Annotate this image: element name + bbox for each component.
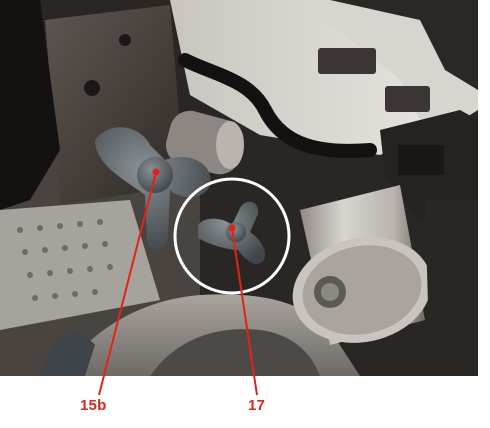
callout-line-15b [98,171,157,396]
callout-label-17: 17 [248,397,266,414]
highlight-circle [173,177,291,295]
callout-line-17 [231,227,258,396]
roller-cylinder [292,185,432,345]
photo-frame [0,0,478,376]
callout-label-15b: 15b [80,397,107,414]
